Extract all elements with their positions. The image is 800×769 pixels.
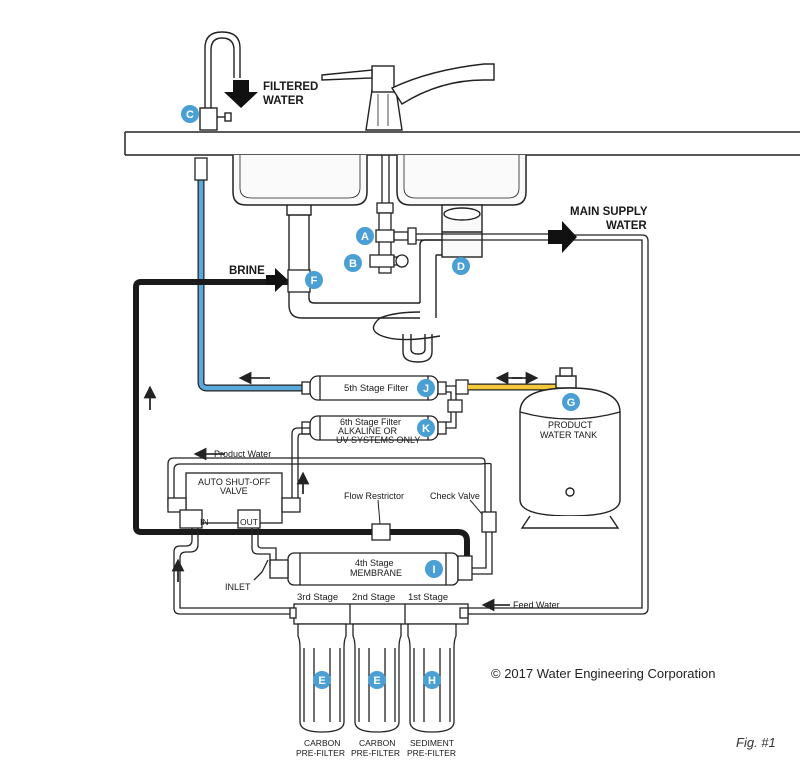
filtered-water-arrow [224, 80, 258, 108]
label-out: OUT [240, 517, 258, 527]
label-product-water: Product Water [214, 449, 271, 459]
check-valve [481, 511, 497, 533]
label-brine: BRINE [229, 265, 265, 277]
badge-e1: E [313, 671, 331, 689]
badge-j-text: J [423, 383, 429, 395]
label-filtered-water-2: WATER [263, 95, 304, 107]
label-feed-water: Feed Water [513, 600, 560, 610]
auto-shutoff-valve [167, 472, 301, 529]
badge-g-text: G [567, 397, 576, 409]
sink [232, 155, 527, 206]
badge-j: J [417, 379, 435, 397]
badge-f: F [305, 271, 323, 289]
label-stage3: 3rd Stage [297, 592, 338, 603]
yellow-tank-tube [468, 380, 567, 391]
badge-g: G [562, 393, 580, 411]
kitchen-faucet [321, 63, 495, 131]
blue-tube-fitting [194, 157, 208, 181]
badge-a-text: A [361, 231, 369, 243]
stage-connectors [446, 379, 469, 429]
label-sediment-2: PRE-FILTER [407, 748, 456, 758]
copyright-text: © 2017 Water Engineering Corporation [491, 666, 716, 681]
membrane-tubing [173, 528, 493, 615]
label-sixth-stage-3: UV SYSTEMS ONLY [336, 435, 420, 445]
label-auto-shutoff-1: AUTO SHUT-OFF [198, 477, 271, 487]
label-carbon1-1: CARBON [304, 738, 340, 748]
label-inlet: INLET [225, 582, 251, 592]
badge-i-text: I [432, 564, 435, 576]
flow-arrows [143, 371, 539, 612]
ro-faucet [199, 31, 241, 131]
label-membrane-2: MEMBRANE [350, 568, 402, 578]
badge-i: I [425, 560, 443, 578]
label-stage1: 1st Stage [408, 592, 448, 603]
badge-f-text: F [311, 275, 318, 287]
label-sediment-1: SEDIMENT [410, 738, 454, 748]
badge-e2: E [368, 671, 386, 689]
flow-restrictor [371, 523, 391, 541]
label-carbon2-2: PRE-FILTER [351, 748, 400, 758]
badge-c: C [181, 105, 199, 123]
pre-filter-manifold [289, 603, 469, 625]
figure-label: Fig. #1 [736, 735, 776, 750]
badge-e1-text: E [318, 675, 325, 687]
label-stage2: 2nd Stage [352, 592, 395, 603]
label-sixth-stage-2: ALKALINE OR [338, 426, 398, 436]
badge-h: H [423, 671, 441, 689]
label-flow-restrictor: Flow Restrictor [344, 491, 404, 501]
label-main-supply-2: WATER [606, 220, 647, 232]
label-auto-shutoff-2: VALVE [220, 486, 248, 496]
label-carbon2-1: CARBON [359, 738, 395, 748]
flow-restrictor-pointer [377, 499, 381, 525]
badge-b: B [344, 254, 362, 272]
brine-arrow [266, 268, 288, 292]
label-membrane-1: 4th Stage [355, 558, 394, 568]
countertop [124, 131, 800, 156]
badge-k-text: K [422, 423, 430, 435]
membrane-housing [269, 552, 473, 586]
product-water-tubing [167, 427, 492, 514]
label-sixth-stage-1: 6th Stage Filter [340, 417, 401, 427]
badge-d: D [452, 257, 470, 275]
badge-h-text: H [428, 675, 436, 687]
badge-a: A [356, 227, 374, 245]
main-supply-line [416, 233, 649, 615]
supply-valves [369, 155, 417, 274]
label-fifth-stage: 5th Stage Filter [344, 383, 408, 394]
badge-c-text: C [186, 109, 194, 121]
black-brine-tube [133, 279, 470, 570]
badge-d-text: D [457, 261, 465, 273]
label-in: IN [200, 517, 209, 527]
label-check-valve: Check Valve [430, 491, 480, 501]
label-carbon1-2: PRE-FILTER [296, 748, 345, 758]
blue-product-tube [197, 170, 308, 392]
check-valve-pointer [469, 499, 483, 515]
product-water-tank [519, 367, 621, 529]
label-main-supply-1: MAIN SUPPLY [570, 206, 648, 218]
badge-k: K [417, 419, 435, 437]
main-supply-arrow [548, 221, 577, 253]
label-filtered-water-1: FILTERED [263, 81, 318, 93]
label-product-tank-2: WATER TANK [540, 430, 597, 440]
badge-b-text: B [349, 258, 357, 270]
fifth-stage-filter [301, 375, 447, 401]
badge-e2-text: E [373, 675, 380, 687]
label-product-tank-1: PRODUCT [548, 420, 593, 430]
